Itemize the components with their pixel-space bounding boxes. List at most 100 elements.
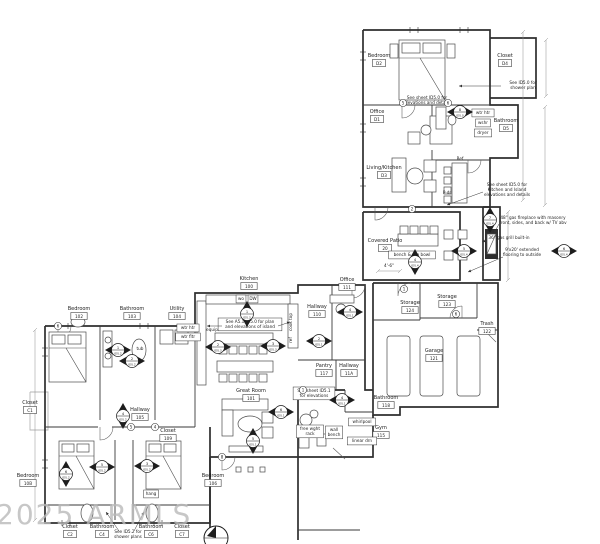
- room-label: Kitchen: [240, 276, 259, 282]
- note-text: hang: [146, 491, 157, 496]
- marker-number: 4: [349, 308, 352, 312]
- marker-number: 5: [101, 463, 103, 467]
- room-tag: 20: [382, 246, 388, 251]
- dimension-tick: [543, 93, 549, 99]
- dimension-tick: [32, 327, 38, 333]
- leader-line: [467, 256, 504, 273]
- room-label: Bathroom: [120, 306, 145, 312]
- note-box: [347, 436, 377, 446]
- room-label: Office: [370, 109, 385, 115]
- leader-line: [133, 511, 145, 532]
- note-text: See sheet ID5.0 for: [407, 95, 448, 100]
- room-tag: C1: [27, 408, 33, 413]
- room-label: Garage: [425, 348, 443, 354]
- marker-number: 4: [122, 412, 125, 416]
- note-box: [296, 424, 324, 439]
- room-tag-box: [131, 413, 149, 421]
- room-label: Bathroom: [494, 118, 519, 124]
- marker-arrow: [485, 207, 495, 215]
- room-label: Bathroom: [139, 524, 164, 530]
- room-tag-box: [378, 244, 392, 252]
- door-tag-circle: [452, 310, 460, 318]
- marker-sheet: ID5.4: [560, 252, 568, 256]
- marker-arrow: [306, 336, 314, 346]
- room-label: Bedroom: [17, 473, 40, 479]
- room-label: Bedroom: [68, 306, 91, 312]
- room-tag-box: [372, 431, 390, 439]
- stool: [235, 466, 242, 473]
- room-tag-box: [372, 59, 386, 67]
- marker-arrow: [347, 395, 355, 405]
- dimension-tick: [520, 29, 526, 35]
- stool: [429, 225, 439, 235]
- door-tag-number: 6: [447, 101, 450, 106]
- marker-sheet: ID5.1: [338, 401, 346, 405]
- note-text: See sheet ID5.0 for: [487, 182, 528, 187]
- sink: [104, 336, 112, 344]
- leader-arrowhead: [286, 321, 290, 325]
- note-text: 36" gas grill built-in: [488, 235, 529, 240]
- room-tag: 105: [136, 415, 144, 420]
- car-slab: [419, 335, 444, 397]
- marker-sheet: ID5.3: [214, 348, 222, 352]
- kitchen-island: [214, 332, 274, 345]
- room-tag-box: [377, 171, 391, 179]
- marker-sheet: ID5.4: [460, 252, 468, 256]
- stool: [457, 229, 468, 240]
- room-tag: 122: [483, 329, 491, 334]
- gym-equip: [309, 409, 319, 419]
- note-text: free wght: [300, 426, 320, 431]
- room-tag-box: [175, 530, 189, 538]
- marker-sheet: ID5.0: [456, 113, 464, 117]
- room-tag: 106: [209, 481, 217, 486]
- outdoor-counter: [397, 233, 439, 247]
- stool: [409, 225, 419, 235]
- stool: [248, 345, 258, 355]
- stool: [218, 373, 228, 383]
- marker-arrow: [569, 246, 577, 256]
- leader-arrowhead: [494, 229, 497, 233]
- dimension-tick: [32, 517, 38, 523]
- marker-arrow: [119, 356, 127, 366]
- north-arrow-needle: [207, 526, 216, 538]
- room-tag: C7: [179, 532, 185, 537]
- marker-number: 1: [246, 310, 248, 314]
- room-tag: D5: [503, 126, 509, 131]
- room-tag: 100: [245, 284, 253, 289]
- door-swing: [401, 104, 416, 119]
- marker-arrow: [451, 246, 459, 256]
- pillow: [67, 334, 82, 345]
- room-tag-box: [123, 312, 141, 320]
- note-text: wshr: [478, 120, 488, 125]
- room-tag-box: [338, 283, 356, 291]
- note-box: [247, 294, 259, 304]
- note-text: Ref: [457, 156, 464, 161]
- sink: [104, 352, 112, 360]
- pillow: [76, 443, 90, 453]
- door-leaf: [332, 447, 346, 460]
- stool: [443, 229, 454, 240]
- tub: [80, 503, 94, 523]
- note-text: 48" gas fireplace with masonry: [500, 215, 566, 220]
- marker-number: 6: [280, 408, 283, 412]
- door-tag-number: 1: [302, 388, 305, 393]
- door-tag-number: 5: [402, 101, 405, 106]
- marker-arrow: [324, 336, 332, 346]
- stool: [248, 373, 258, 383]
- marker-number: 5: [463, 247, 465, 251]
- door-swing: [221, 456, 236, 471]
- marker-arrow: [268, 407, 276, 417]
- room-tag: D2: [376, 61, 382, 66]
- door-tag-number: 5: [130, 425, 133, 430]
- island: [451, 162, 468, 204]
- pillow: [401, 42, 421, 54]
- room-tag: D1: [374, 117, 380, 122]
